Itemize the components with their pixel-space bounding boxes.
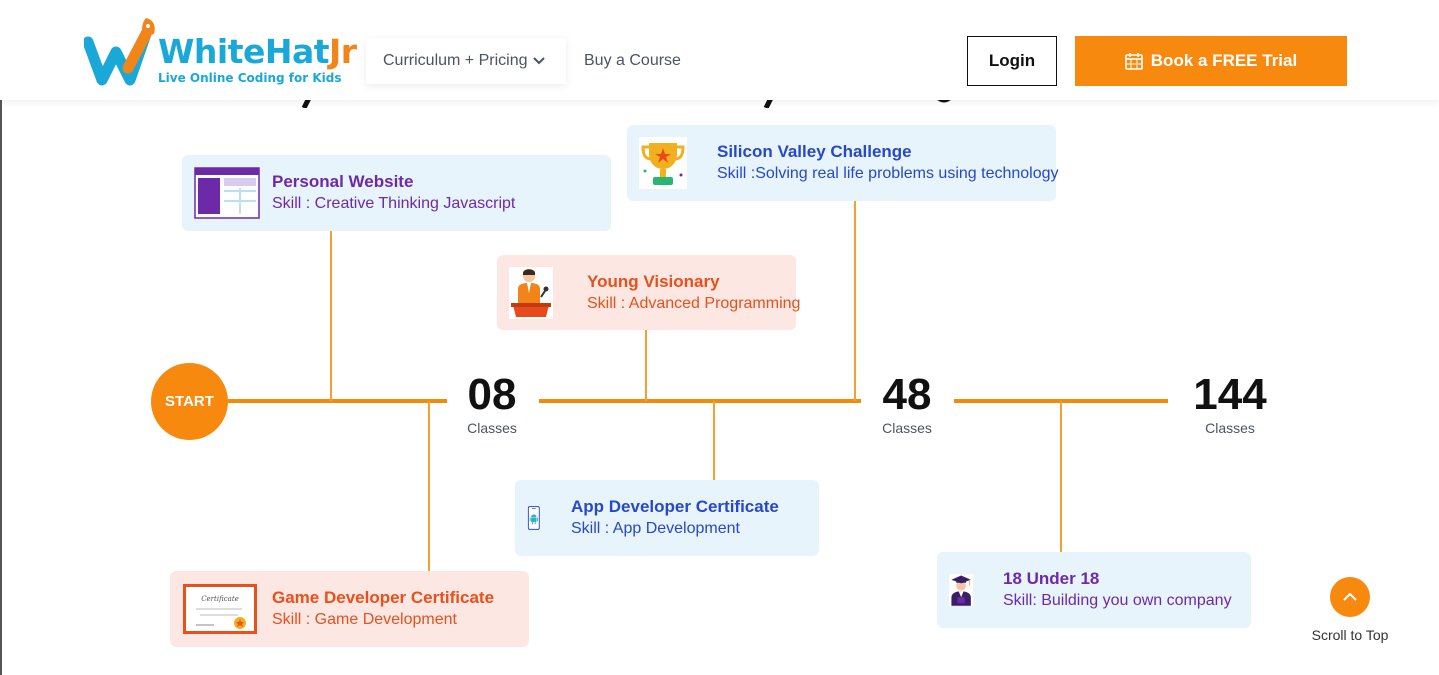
card-title: Silicon Valley Challenge (717, 142, 912, 161)
nav-curriculum-pricing-dropdown[interactable]: Curriculum + Pricing (366, 38, 566, 84)
speaker-podium-icon (509, 266, 553, 319)
timeline-start-badge: START (151, 363, 228, 440)
nav-curriculum-label: Curriculum + Pricing (383, 52, 528, 69)
card-title: Personal Website (272, 172, 414, 191)
chevron-down-icon (533, 57, 546, 65)
android-phone-icon (527, 506, 540, 530)
milestone-label: Classes (1205, 420, 1255, 436)
graduate-icon (949, 574, 974, 606)
chevron-up-icon (1343, 592, 1357, 601)
card-skill: Skill : Creative Thinking Javascript (272, 195, 516, 212)
timeline-segment (228, 399, 447, 403)
milestone-48-classes: 48 Classes (867, 370, 947, 437)
scroll-to-top-label[interactable]: Scroll to Top (1311, 627, 1389, 643)
card-title: Game Developer Certificate (272, 588, 495, 607)
timeline-segment (539, 399, 861, 403)
logo-w-rocket-icon (84, 18, 155, 86)
achievement-card-silicon-valley-challenge: Silicon Valley Challenge Skill :Solving … (627, 125, 1059, 201)
achievement-card-game-developer: Certificate Game Developer Certificate S… (170, 571, 529, 647)
logo-wordmark: WhiteHatJr (158, 32, 357, 71)
calendar-icon (1124, 53, 1143, 70)
certificate-heading: Certificate (201, 595, 239, 603)
certificate-icon: Certificate (183, 584, 257, 634)
card-skill: Skill :Solving real life problems using … (717, 165, 1059, 182)
achievement-card-young-visionary: Young Visionary Skill : Advanced Program… (497, 255, 800, 330)
card-title: App Developer Certificate (571, 497, 779, 516)
card-skill: Skill : App Development (571, 520, 740, 537)
achievement-card-18-under-18: 18 Under 18 Skill: Building you own comp… (937, 552, 1251, 628)
book-free-trial-label: Book a FREE Trial (1150, 51, 1298, 70)
login-button[interactable]: Login (967, 36, 1057, 86)
connector-line (645, 330, 647, 401)
whitehat-jr-logo[interactable]: WhiteHatJr Live Online Coding for Kids (84, 16, 357, 88)
site-header: WhiteHatJr Live Online Coding for Kids C… (0, 0, 1439, 100)
milestone-number: 08 (467, 370, 517, 419)
connector-line (428, 401, 430, 571)
milestone-label: Classes (467, 420, 517, 436)
achievement-card-personal-website: Personal Website Skill : Creative Thinki… (182, 155, 611, 231)
card-title: Young Visionary (587, 271, 720, 291)
website-layout-icon (194, 167, 260, 219)
achievement-card-app-developer: App Developer Certificate Skill : App De… (515, 480, 819, 556)
card-skill: Skill : Game Development (272, 611, 457, 628)
connector-line (854, 201, 856, 401)
scroll-to-top-button[interactable] (1330, 577, 1370, 617)
milestone-number: 144 (1193, 370, 1267, 419)
card-skill: Skill: Building you own company (1003, 592, 1232, 609)
nav-buy-course-link[interactable]: Buy a Course (584, 52, 681, 69)
connector-line (330, 231, 332, 401)
logo-tagline: Live Online Coding for Kids (158, 71, 342, 85)
card-title: 18 Under 18 (1003, 569, 1100, 588)
milestone-number: 48 (882, 370, 932, 419)
milestone-label: Classes (882, 420, 932, 436)
trophy-icon (639, 137, 687, 189)
milestone-08-classes: 08 Classes (452, 370, 532, 437)
card-skill: Skill : Advanced Programming (587, 294, 801, 312)
book-free-trial-button[interactable]: Book a FREE Trial (1075, 36, 1347, 86)
connector-line (713, 401, 715, 480)
connector-line (1060, 401, 1062, 552)
milestone-144-classes: 144 Classes (1180, 370, 1280, 437)
